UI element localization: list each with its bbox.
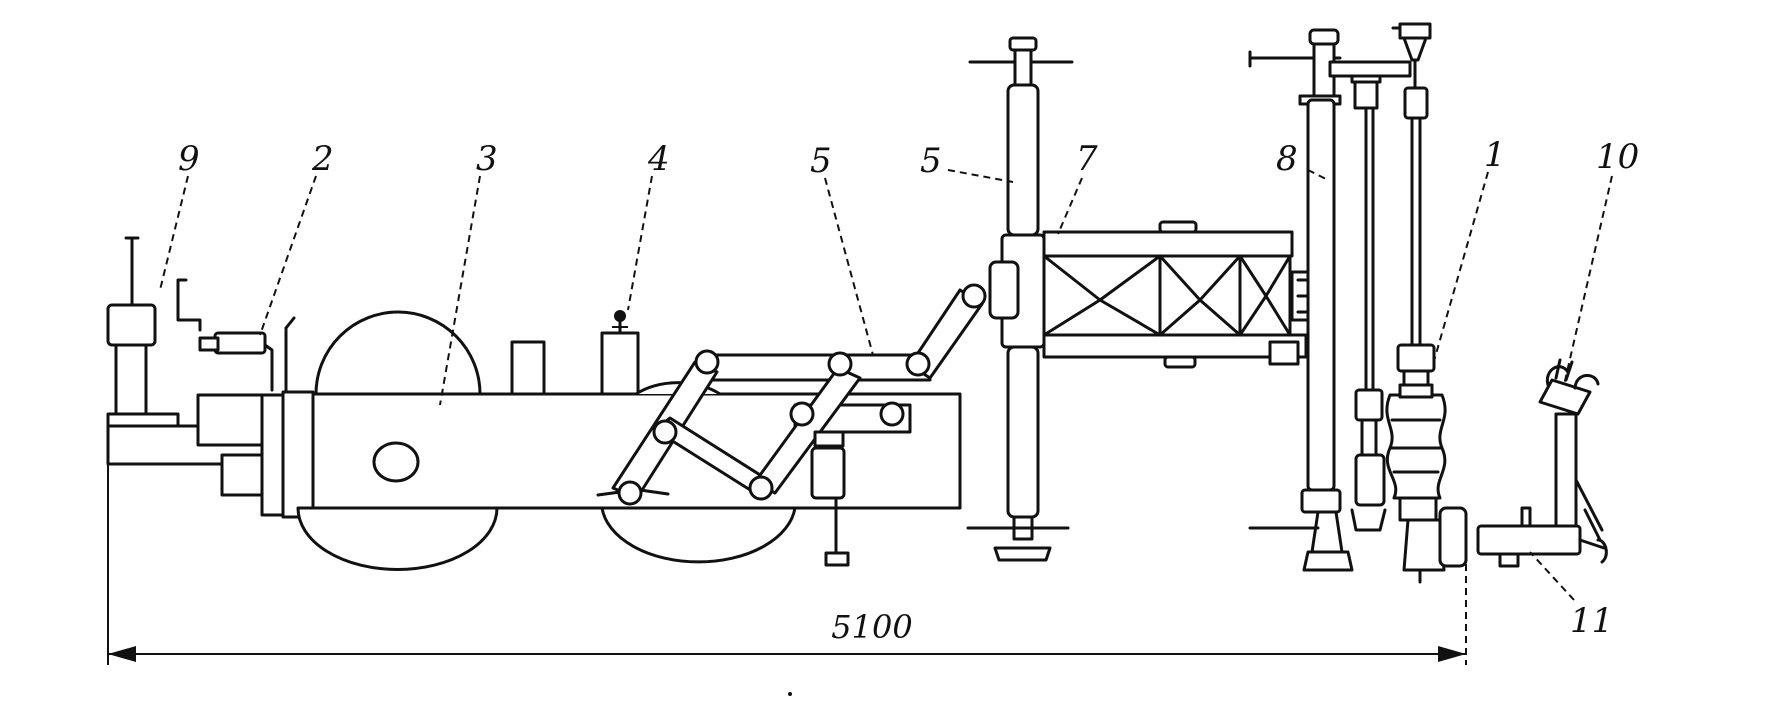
label-9: 9: [178, 139, 200, 179]
frame-front-plate: [106, 393, 276, 665]
part-labels: 9 2 3 4 5 5 7 8 1 10 11: [178, 135, 1639, 641]
rear-jack: [810, 430, 850, 567]
label-11: 11: [1570, 601, 1613, 641]
drill-head-1: [1385, 22, 1468, 584]
label-2: 2: [311, 139, 334, 179]
label-5-arm: 5: [810, 141, 832, 181]
boom-7: [988, 220, 1322, 369]
label-5-mast: 5: [920, 141, 942, 181]
label-1: 1: [1484, 135, 1506, 175]
label-10: 10: [1596, 137, 1639, 177]
control-unit-9: [106, 236, 202, 417]
label-8: 8: [1276, 139, 1298, 179]
wheel-front: [296, 310, 499, 572]
control-base-11: [1476, 506, 1606, 568]
drill-mast-8: [1248, 26, 1412, 572]
label-7: 7: [1076, 139, 1098, 179]
dimension-label: 5100: [831, 608, 912, 646]
control-stand-10: [1538, 358, 1608, 564]
label-3: 3: [476, 139, 498, 179]
label-4: 4: [647, 139, 670, 179]
articulated-arm-5: [596, 283, 987, 506]
leader-lines: [159, 169, 1613, 601]
cab-control-2: [198, 316, 296, 517]
dimension-5100: 5100: [108, 540, 1467, 696]
